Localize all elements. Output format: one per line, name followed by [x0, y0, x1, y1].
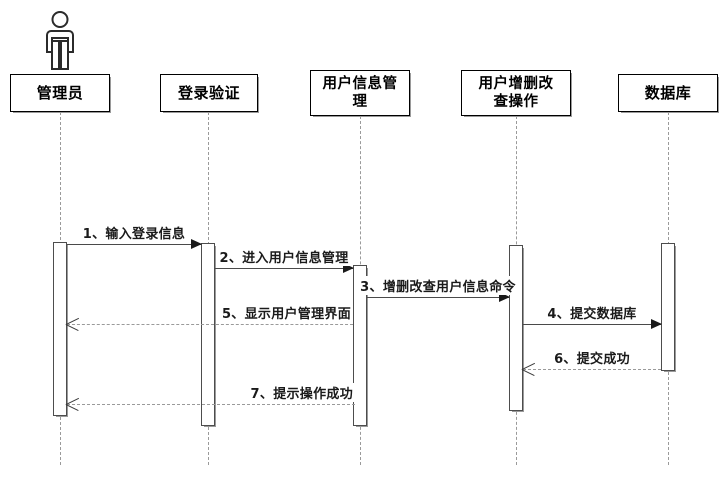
arrowhead-left-icon: [66, 397, 79, 411]
message-label-4: 4、提交数据库: [545, 303, 639, 322]
message-label-7: 7、提示操作成功: [248, 383, 355, 402]
message-line-1: [67, 244, 201, 245]
lifeline-header-user-crud-operations[interactable]: 用户增删改查操作: [461, 70, 571, 116]
lifeline-label-line: 用户增删改: [478, 75, 554, 92]
message-label-6: 6、提交成功: [552, 348, 632, 367]
lifeline-header-user-info-management[interactable]: 用户信息管理: [310, 70, 410, 116]
lifeline-label-line: 查操作: [493, 94, 539, 110]
message-line-2: [215, 268, 353, 269]
lifeline-label-database: 数据库: [644, 83, 692, 102]
activation-bar-login-auth: [201, 243, 215, 426]
lifeline-label-admin: 管理员: [36, 83, 84, 102]
message-line-7: [67, 404, 355, 405]
message-label-5: 5、显示用户管理界面: [219, 303, 353, 322]
lifeline-label-line: 用户信息管: [322, 75, 398, 92]
lifeline-header-admin[interactable]: 管理员: [10, 74, 110, 112]
lifeline-header-database[interactable]: 数据库: [618, 74, 718, 112]
message-label-2: 2、进入用户信息管理: [217, 247, 351, 266]
message-label-3: 3、增删改查用户信息命令: [358, 276, 518, 295]
message-line-5: [67, 324, 353, 325]
lifeline-header-login-auth[interactable]: 登录验证: [160, 74, 258, 112]
message-line-6: [523, 369, 661, 370]
lifeline-label-user-crud-operations: 用户增删改查操作: [479, 75, 554, 111]
activation-bar-database: [661, 243, 675, 371]
activation-bar-user-crud-operations: [509, 245, 523, 411]
lifeline-label-login-auth: 登录验证: [177, 83, 240, 102]
arrowhead-right-icon: [343, 263, 354, 273]
arrowhead-left-icon: [66, 317, 79, 331]
arrowhead-right-icon: [191, 239, 202, 249]
message-line-3: [367, 297, 509, 298]
lifeline-label-user-info-management: 用户信息管理: [323, 75, 398, 111]
activation-bar-admin: [53, 242, 67, 416]
arrowhead-left-icon: [522, 362, 535, 376]
actor-icon: [37, 10, 83, 72]
arrowhead-right-icon: [651, 319, 662, 329]
lifeline-label-line: 理: [352, 94, 368, 110]
message-label-1: 1、输入登录信息: [80, 223, 188, 242]
arrowhead-right-icon: [499, 292, 510, 302]
message-line-4: [523, 324, 661, 325]
activation-bar-user-info-management: [353, 265, 367, 426]
